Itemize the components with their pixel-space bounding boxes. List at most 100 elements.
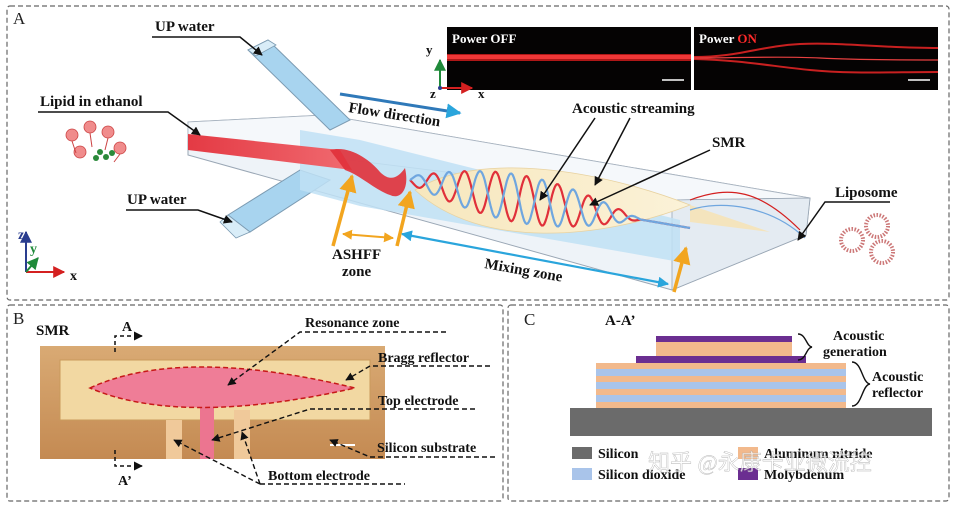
label-resonance-zone: Resonance zone [305,316,400,331]
panel-c-letter: C [524,310,535,329]
legend-label-silicon-dioxide: Silicon dioxide [598,468,686,483]
acoustic-streaming-helix [409,169,691,230]
spindle-tail [690,205,770,232]
label-acoustic-reflector-2: reflector [872,386,923,401]
ashff-span-arrow [342,229,394,243]
axes-main: z y x [18,228,77,284]
label-up-water-bottom: UP water [127,192,187,208]
focusing-stream [330,149,407,197]
leader-up-water-bottom [126,209,233,224]
brace-acoustic-reflector [851,361,871,407]
label-bottom-electrode: Bottom electrode [268,469,370,484]
layer-bottom-molybdenum [636,356,806,363]
lipid-molecules-icon [65,120,127,163]
microchannel [187,39,811,291]
label-liposome: Liposome [835,185,898,201]
panel-c: C A-A’ Acoustic generation Acoustic refl… [507,304,950,502]
inset-power-off: Power OFF [447,27,691,90]
brace-acoustic-generation [797,333,813,361]
panel-b-letter: B [13,309,24,328]
panel-b-title: SMR [36,323,70,339]
layer-reflector-sio2-3 [596,369,846,376]
label-acoustic-generation-2: generation [823,345,887,360]
axis-z-label: z [18,228,24,243]
label-lipid-in-ethanol: Lipid in ethanol [40,94,143,110]
axes-inset: y z x [426,42,485,101]
inset-axis-y-label: y [426,42,433,57]
panel-a-letter: A [13,9,26,28]
layer-reflector-sio2-2 [596,382,846,389]
layer-stack [570,336,932,436]
ashff-arrow-right [395,190,415,247]
legend-swatch-silicon [572,447,592,459]
mixing-end-arrow [672,246,691,293]
legend-swatch-silicon-dioxide [572,468,592,480]
panel-c-border [507,304,950,502]
leader-bottom-electrode-1 [173,439,261,485]
section-label-a-prime: A’ [118,474,132,489]
legend-label-aluminum-nitride: Aluminum nitride [764,447,873,462]
section-marker-a-prime [114,450,143,471]
inset-axis-x-label: x [478,86,485,101]
lipid-stream [188,134,352,170]
axis-x-label: x [70,269,77,284]
label-ashff-zone: zone [342,264,372,280]
label-smr: SMR [712,135,746,151]
label-top-electrode: Top electrode [378,394,459,409]
label-mixing-zone: Mixing zone [483,256,564,285]
panel-a-border [6,5,950,301]
layer-top-molybdenum [656,336,792,342]
legend: Silicon Aluminum nitride Silicon dioxide… [572,447,873,483]
resonance-zone-shape [88,366,356,409]
leader-liposome [797,201,890,241]
outlet-stream-red [689,191,801,231]
top-electrode-lead [200,400,214,459]
layer-reflector-sio2-1 [596,395,846,402]
panel-a: A [6,5,950,301]
label-silicon-substrate: Silicon substrate [377,441,476,456]
axis-y-label: y [30,242,37,257]
bottom-electrode-pad-1 [166,420,182,459]
label-ashff: ASHFF [332,247,381,263]
section-marker-a [114,331,143,352]
inset-axis-z-label: z [430,86,436,101]
leader-bragg-reflector [345,365,490,381]
label-acoustic-reflector-1: Acoustic [872,370,923,385]
legend-swatch-aluminum-nitride [738,447,758,459]
section-label-a: A [122,320,133,335]
inset-on-title: Power ON [699,31,758,46]
inset-on-bg [694,27,938,90]
leader-resonance-zone [227,331,446,386]
ashff-arrow-left [331,174,357,247]
legend-label-silicon: Silicon [598,447,639,462]
layer-reflector-aln-1 [596,402,846,408]
label-acoustic-generation-1: Acoustic [833,329,884,344]
panel-b-border [6,304,504,502]
leader-bottom-electrode-2 [240,431,261,485]
legend-label-molybdenum: Molybdenum [764,468,844,483]
label-acoustic-streaming: Acoustic streaming [572,101,695,117]
legend-swatch-molybdenum [738,468,758,480]
outlet-stream-blue [689,204,806,239]
leader-silicon-substrate [329,439,495,458]
label-up-water-top: UP water [155,19,215,35]
leader-streaming-1 [539,117,596,201]
layer-aluminum-nitride [656,342,792,356]
leader-lipid [38,111,201,136]
inset-power-on: Power ON [693,27,939,90]
mixing-span-arrow [400,230,670,288]
watermark: 知乎 @永康卡业微流控 [648,450,872,475]
panel-c-title: A-A’ [605,313,636,329]
panel-b: B SMR A A’ Resonance zone Bragg reflecto… [6,304,504,502]
layer-reflector-aln-2 [596,389,846,395]
layer-reflector-aln-4 [596,363,846,369]
leader-top-electrode [211,408,475,442]
leader-smr [589,149,711,206]
helix-blue [409,169,691,230]
leader-up-water-top [152,36,263,56]
flow-direction-arrow [339,92,462,119]
bottom-electrode-pad-2 [234,410,250,459]
inset-off-title: Power OFF [452,31,516,46]
